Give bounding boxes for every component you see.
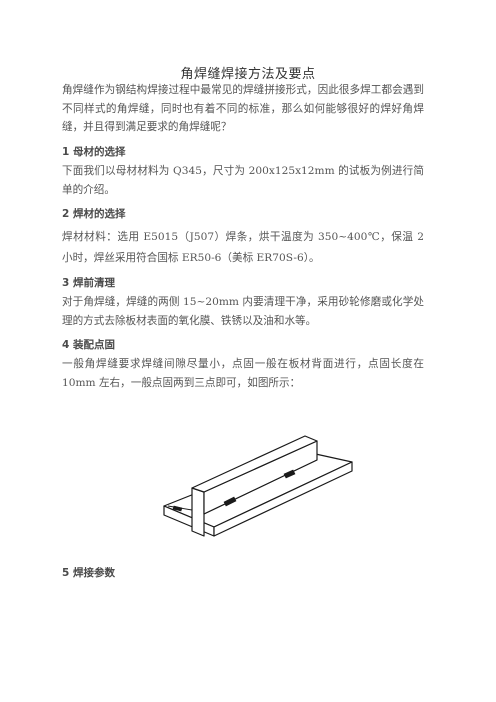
section-text-2: 焊材材料：选用 E5015（J507）焊条，烘干温度为 350~400℃，保温 … xyxy=(62,231,424,264)
fillet-weld-tack-diagram xyxy=(163,435,353,537)
base-plate-side xyxy=(213,461,353,537)
tack-weld-front xyxy=(223,496,237,507)
section-heading-3: 3 焊前清理 xyxy=(62,277,115,289)
tack-weld-rear xyxy=(283,469,296,479)
section-heading-1: 1 母材的选择 xyxy=(62,146,126,158)
tack-weld-end xyxy=(172,505,183,512)
section-heading-5: 5 焊接参数 xyxy=(62,567,115,579)
section-text-1: 下面我们以母材材料为 Q345，尺寸为 200x125x12mm 的试板为例进行… xyxy=(62,165,424,196)
weld-seam-line xyxy=(203,459,318,515)
vertical-plate-front xyxy=(191,487,205,537)
section-heading-2: 2 焊材的选择 xyxy=(62,208,126,220)
section-heading-4: 4 装配点固 xyxy=(62,339,115,351)
vertical-plate-top xyxy=(191,435,318,493)
document-title: 角焊缝焊接方法及要点 xyxy=(180,67,316,82)
section-text-4: 一般角焊缝要求焊缝间隙尽量小，点固一般在板材背面进行，点固长度在 10mm 左右… xyxy=(62,358,424,389)
intro-paragraph: 角焊缝作为钢结构焊接过程中最常见的焊缝拼接形式，因此很多焊工都会遇到不同样式的角… xyxy=(62,84,424,133)
section-text-3: 对于角焊缝，焊缝的两侧 15~20mm 内要清理干净，采用砂轮修磨或化学处理的方… xyxy=(62,296,424,327)
